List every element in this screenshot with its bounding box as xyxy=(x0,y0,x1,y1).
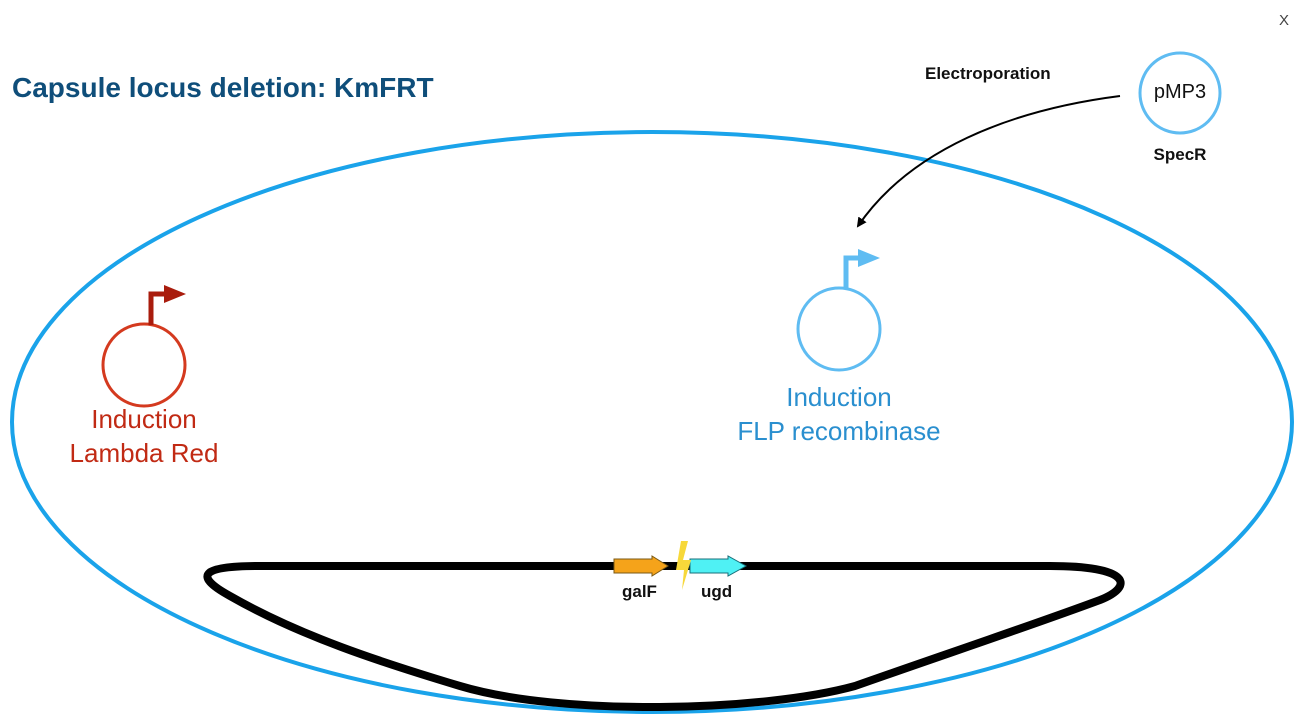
chromosome-loop xyxy=(203,562,1125,712)
ugd-gene-arrow xyxy=(689,555,748,577)
flp-recombinase-label: FLP recombinase xyxy=(737,416,941,446)
ugd-label: ugd xyxy=(701,582,733,601)
flp-plasmid xyxy=(796,286,882,372)
lambda-red-name-label: Lambda Red xyxy=(69,438,219,468)
promoter-arrow-icon xyxy=(843,249,880,288)
electroporation-label: Electroporation xyxy=(925,64,1051,83)
promoter-arrow-icon xyxy=(148,285,186,325)
lambda-red-induction-label: Induction xyxy=(91,404,197,434)
pmp3-plasmid xyxy=(1138,51,1222,135)
pmp3-label: pMP3 xyxy=(1153,81,1207,103)
page-title: Capsule locus deletion: KmFRT xyxy=(12,72,434,103)
galF-label: galF xyxy=(622,582,657,601)
specr-label: SpecR xyxy=(1153,145,1207,164)
cell-membrane xyxy=(10,130,1294,714)
close-button[interactable]: X xyxy=(1278,12,1289,29)
lambda-red-plasmid xyxy=(101,322,187,408)
galF-gene-arrow xyxy=(613,555,669,577)
electroporation-arrow xyxy=(856,95,1121,228)
flp-induction-label: Induction xyxy=(786,382,892,412)
lightning-bolt-icon xyxy=(676,541,691,590)
